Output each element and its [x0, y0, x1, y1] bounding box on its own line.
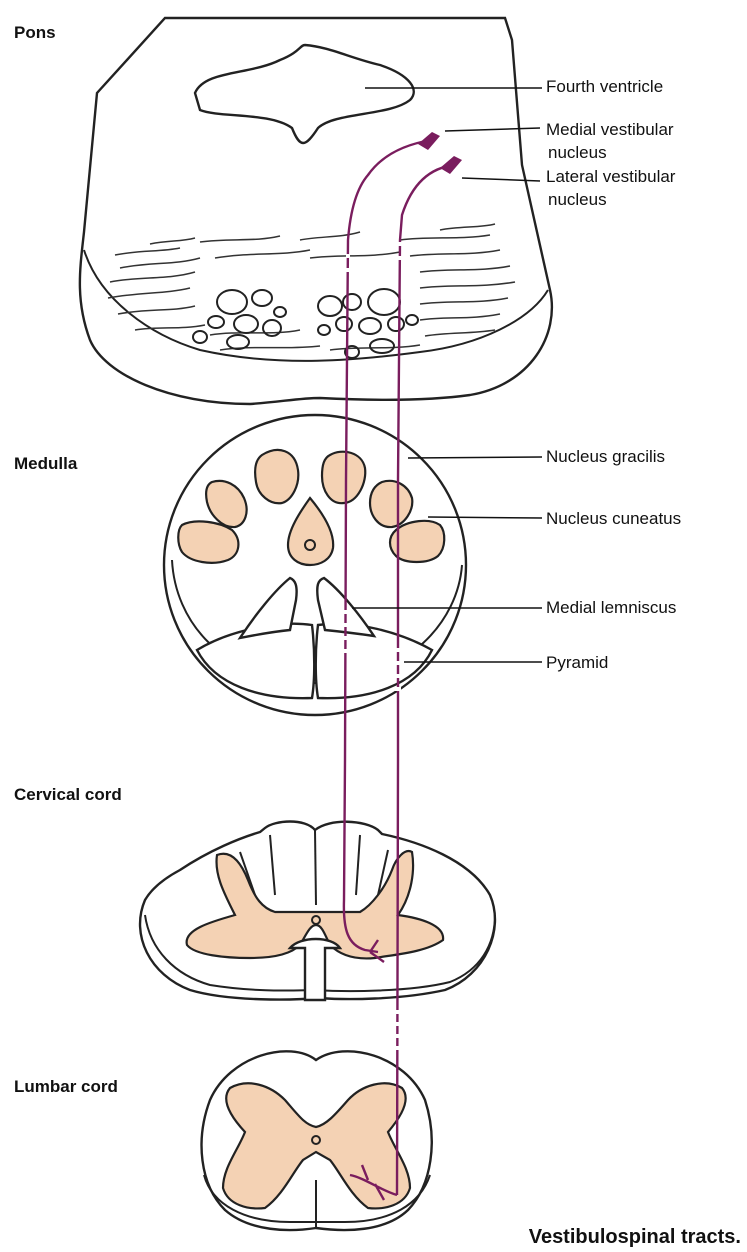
nucleus-gracilis-left — [255, 450, 298, 503]
label-medial-lemniscus: Medial lemniscus — [546, 598, 676, 617]
label-medial-vestibular-line1: Medial vestibular — [546, 120, 674, 139]
nucleus-cuneatus-right-upper — [370, 481, 412, 527]
label-lateral-vestibular-line2: nucleus — [548, 190, 607, 209]
label-medial-vestibular-line2: nucleus — [548, 143, 607, 162]
label-fourth-ventricle: Fourth ventricle — [546, 77, 663, 96]
label-pons: Pons — [14, 23, 56, 42]
medulla-section — [164, 415, 466, 715]
cervical-dorsal-septum — [315, 830, 316, 905]
label-medulla: Medulla — [14, 454, 78, 473]
cervical-cord-section — [140, 822, 495, 1001]
label-lumbar-cord: Lumbar cord — [14, 1077, 118, 1096]
nucleus-cuneatus-left-lower — [178, 521, 238, 562]
figure-caption: Vestibulospinal tracts. — [529, 1226, 741, 1248]
label-cervical-cord: Cervical cord — [14, 785, 122, 804]
label-nucleus-cuneatus: Nucleus cuneatus — [546, 509, 681, 528]
label-lateral-vestibular-line1: Lateral vestibular — [546, 167, 676, 186]
pons-section — [80, 18, 552, 404]
label-pyramid: Pyramid — [546, 653, 608, 672]
label-nucleus-gracilis: Nucleus gracilis — [546, 447, 665, 466]
